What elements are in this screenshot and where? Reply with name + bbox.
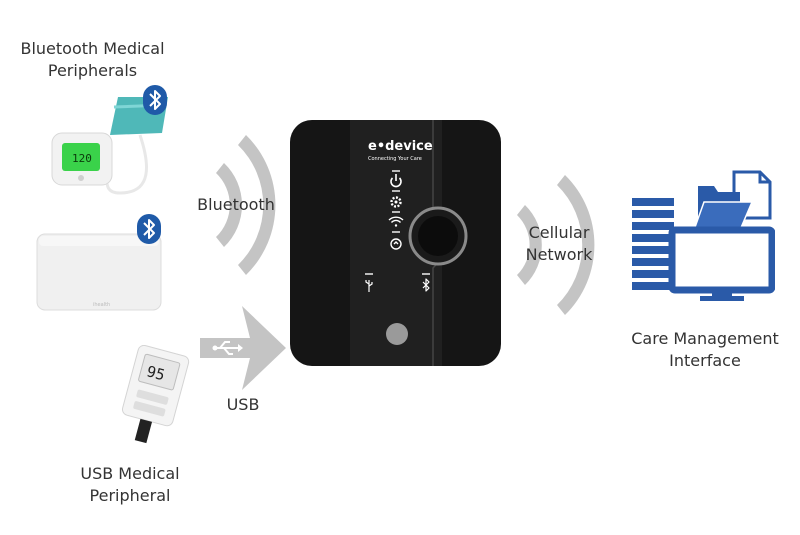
cellular-label-line2: Network bbox=[525, 245, 593, 264]
bluetooth-signal-waves bbox=[216, 135, 276, 275]
monitor-icon bbox=[668, 226, 775, 301]
bp-reading: 120 bbox=[72, 152, 92, 165]
gear-icon bbox=[390, 196, 402, 208]
care-management-label-line2: Interface bbox=[669, 351, 741, 370]
usb-peripheral-label-line1: USB Medical bbox=[80, 464, 180, 483]
bt-peripherals-label: Bluetooth Medical Peripherals bbox=[10, 38, 175, 82]
usb-peripheral-label: USB Medical Peripheral bbox=[60, 463, 200, 507]
bluetooth-icon bbox=[137, 214, 161, 244]
care-management-label-line1: Care Management bbox=[631, 329, 779, 348]
bluetooth-icon bbox=[143, 85, 167, 115]
hub-button bbox=[386, 323, 408, 345]
bt-peripherals-label-line2: Peripherals bbox=[47, 61, 138, 80]
usb-label: USB bbox=[226, 395, 260, 414]
usb-peripheral-label-line2: Peripheral bbox=[89, 486, 171, 505]
weight-scale: ihealth bbox=[36, 233, 162, 311]
list-document-icon bbox=[632, 198, 674, 290]
e-device-hub: e•device Connecting Your Care bbox=[290, 120, 501, 366]
care-management-label: Care Management Interface bbox=[620, 328, 790, 372]
glucose-meter: 95 bbox=[121, 345, 190, 444]
usb-icon bbox=[365, 280, 373, 292]
care-management-icon bbox=[632, 170, 775, 301]
power-icon bbox=[390, 174, 402, 188]
folder-icon bbox=[692, 186, 754, 231]
cellular-label: Cellular Network bbox=[514, 222, 604, 266]
status-lights bbox=[365, 170, 430, 275]
svg-text:ihealth: ihealth bbox=[93, 302, 110, 308]
usb-icon bbox=[212, 341, 243, 355]
sync-icon bbox=[390, 238, 402, 250]
glucose-reading: 95 bbox=[145, 362, 167, 384]
brand-name: e•device bbox=[368, 139, 433, 154]
bluetooth-label: Bluetooth bbox=[197, 195, 275, 214]
cellular-signal-waves bbox=[517, 175, 595, 315]
bt-peripherals-label-line1: Bluetooth Medical bbox=[20, 39, 165, 58]
brand-tagline: Connecting Your Care bbox=[368, 156, 422, 162]
cellular-label-line1: Cellular bbox=[528, 223, 590, 242]
wifi-icon bbox=[388, 216, 404, 227]
bluetooth-icon bbox=[422, 278, 430, 292]
